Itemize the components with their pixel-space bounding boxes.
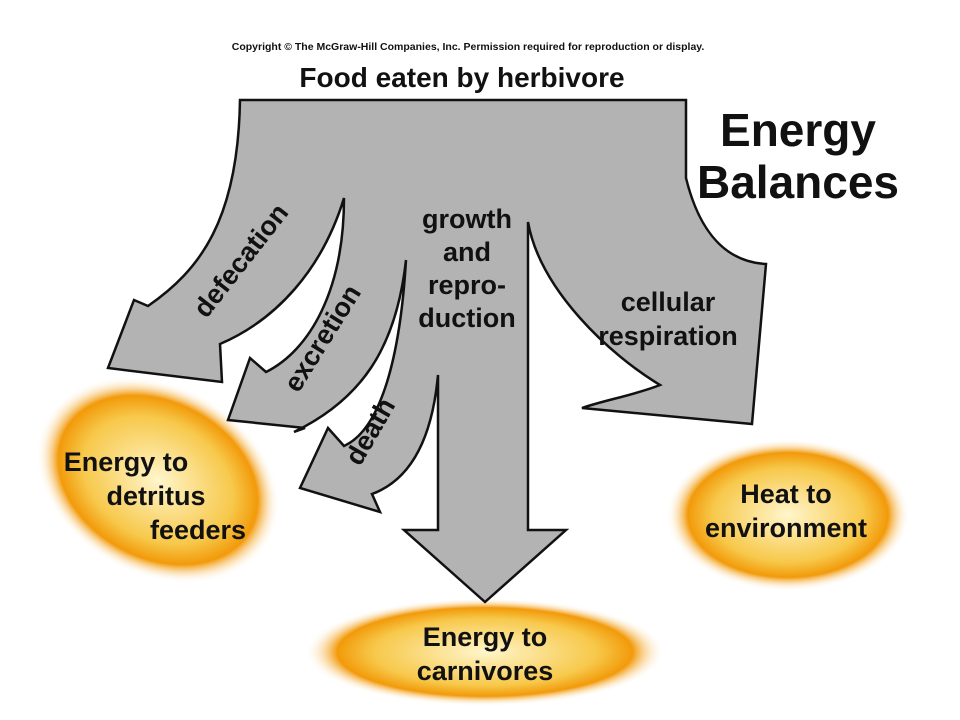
dest-detritus-line2: detritus xyxy=(106,481,205,511)
dest-detritus-line1: Energy to xyxy=(64,447,189,477)
dest-carnivores-line2: carnivores xyxy=(417,656,554,686)
flow-label-growth-line4: duction xyxy=(418,303,515,333)
dest-heat-line2: environment xyxy=(705,513,867,543)
copyright-text: Copyright © The McGraw-Hill Companies, I… xyxy=(232,41,705,53)
flow-label-growth-line2: and xyxy=(443,237,491,267)
source-label: Food eaten by herbivore xyxy=(299,62,624,93)
diagram-title-line1: Energy xyxy=(720,104,876,156)
diagram-title-line2: Balances xyxy=(697,156,899,208)
detritus-feeders-blob xyxy=(36,376,280,584)
dest-heat-line1: Heat to xyxy=(740,479,832,509)
flow-label-growth-line1: growth xyxy=(422,204,512,234)
flow-label-respiration-line1: cellular xyxy=(621,287,716,317)
heat-blob xyxy=(666,439,910,591)
flow-label-growth-line3: repro- xyxy=(428,270,506,300)
dest-detritus-line3: feeders xyxy=(150,515,246,545)
flow-label-respiration-line2: respiration xyxy=(598,321,738,351)
energy-flow-arrows xyxy=(106,98,768,604)
dest-carnivores-line1: Energy to xyxy=(423,622,548,652)
carnivores-blob xyxy=(305,598,665,706)
